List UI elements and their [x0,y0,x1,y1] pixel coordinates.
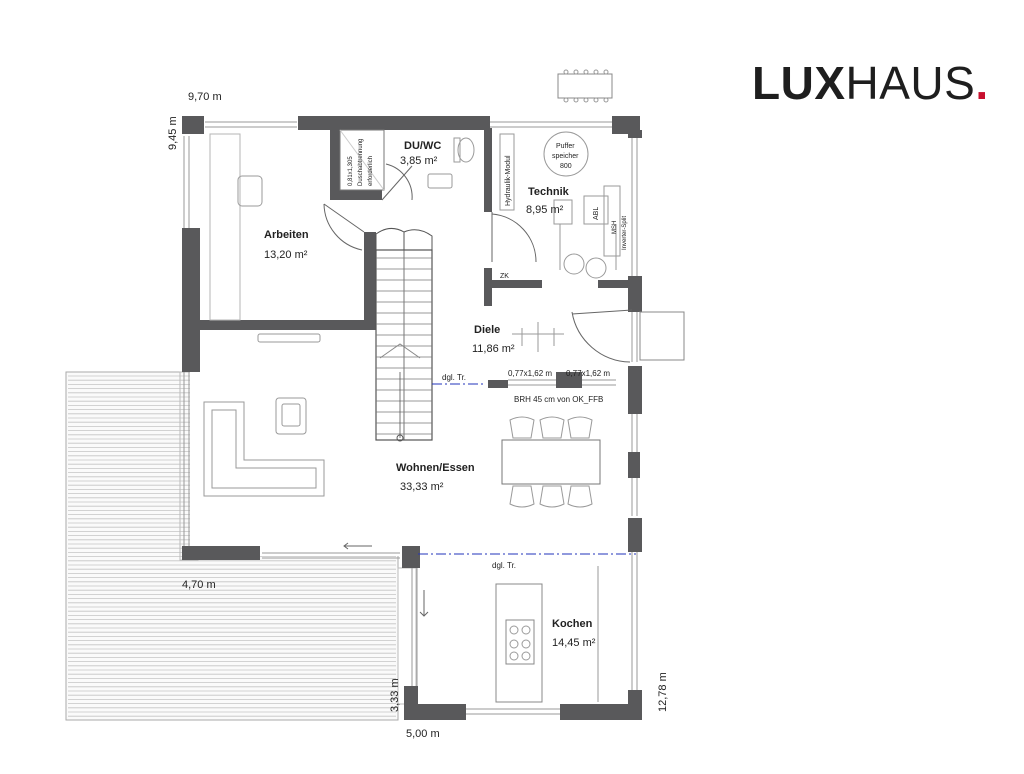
room-name-arbeiten: Arbeiten [264,229,309,241]
glass-door-label-1: dgl. Tr. [442,373,466,382]
room-labels: DU/WC 3,85 m² Technik 8,95 m² Arbeiten 1… [264,140,596,649]
wall-right-5 [628,518,642,552]
glass-door-label-2: dgl. Tr. [492,561,516,570]
dimension-bottom-width: 5,00 m [406,728,440,740]
logo-text-regular: HAUS [845,57,976,109]
dimension-left-depth: 9,45 m [167,116,179,150]
dimension-terrace-width: 4,70 m [182,579,216,591]
wall-diele-sill-2 [556,372,582,388]
puffer-label-1: Puffer [556,143,575,150]
shower-label-1: 0,81x1,305 [348,156,354,186]
glass-door-lines [418,383,636,555]
wall-right-3 [628,366,642,414]
dimension-labels: 9,70 m 9,45 m 4,70 m 5,00 m 12,78 m 3,33… [167,91,669,740]
wall-kitchen-left [404,686,418,720]
room-name-kochen: Kochen [552,618,593,630]
wall-arbeiten-bottom [198,320,376,330]
room-area-diele: 11,86 m² [472,343,515,355]
furniture [203,69,621,703]
room-area-arbeiten: 13,20 m² [264,249,308,261]
staircase [375,228,433,442]
puffer-label-2: speicher [552,153,579,160]
shower-label-2: Duschabtrennung [358,139,364,186]
window-glazing [183,121,638,715]
walls [182,116,642,720]
zk-label: ZK [500,273,509,280]
dimension-right-depth: 12,78 m [657,672,669,712]
shower-label-3: erforderlich [368,156,374,186]
parapet-label: BRH 45 cm von OK_FFB [514,395,603,404]
wall-living-bottom [182,546,260,560]
room-name-wohnen: Wohnen/Essen [396,462,475,474]
abl-label: ABL [593,207,600,220]
annotations: dgl. Tr. dgl. Tr. 0,77x1,62 m 0,77x1,62 … [348,139,628,570]
window-label-2: 0,77x1,62 m [566,369,610,378]
room-area-technik: 8,95 m² [526,204,564,216]
wall-right-4 [628,452,640,478]
dimension-top-width: 9,70 m [188,91,222,103]
room-area-duwc: 3,85 m² [400,155,438,167]
dimension-kitchen-offset: 3,33 m [389,678,401,712]
wall-top-mid [298,116,490,130]
room-name-technik: Technik [528,186,570,198]
wall-kitchen-corner [402,546,420,568]
inverter-label: Inverter-Split [622,216,628,250]
room-name-duwc: DU/WC [404,140,441,152]
msh-label: MSH [612,221,618,234]
wall-bottom-left [404,704,466,720]
puffer-label-3: 800 [560,163,572,170]
wall-top-left [182,116,204,134]
wall-wc-bottom [330,190,382,200]
wall-top-right [612,116,640,134]
room-area-kochen: 14,45 m² [552,637,596,649]
logo-dot: . [975,57,989,109]
logo-text-bold: LUX [752,57,846,109]
wall-diele-sill-1 [488,380,508,388]
wall-arbeiten-right [364,232,376,326]
hydraulik-label: Hydraulik-Modul [505,155,512,206]
wall-bottom-right [560,704,642,720]
luxhaus-logo: LUXHAUS. [752,56,989,110]
room-area-wohnen: 33,33 m² [400,481,444,493]
wall-wc-left [330,128,340,198]
doors [323,163,685,617]
wall-technik-bottom [484,280,542,288]
wall-left-1 [182,228,200,372]
wall-technik-bottom-2 [598,280,632,288]
wall-right-1 [628,130,642,138]
window-label-1: 0,77x1,62 m [508,369,552,378]
room-name-diele: Diele [474,324,500,336]
wall-technik-left [484,128,492,212]
